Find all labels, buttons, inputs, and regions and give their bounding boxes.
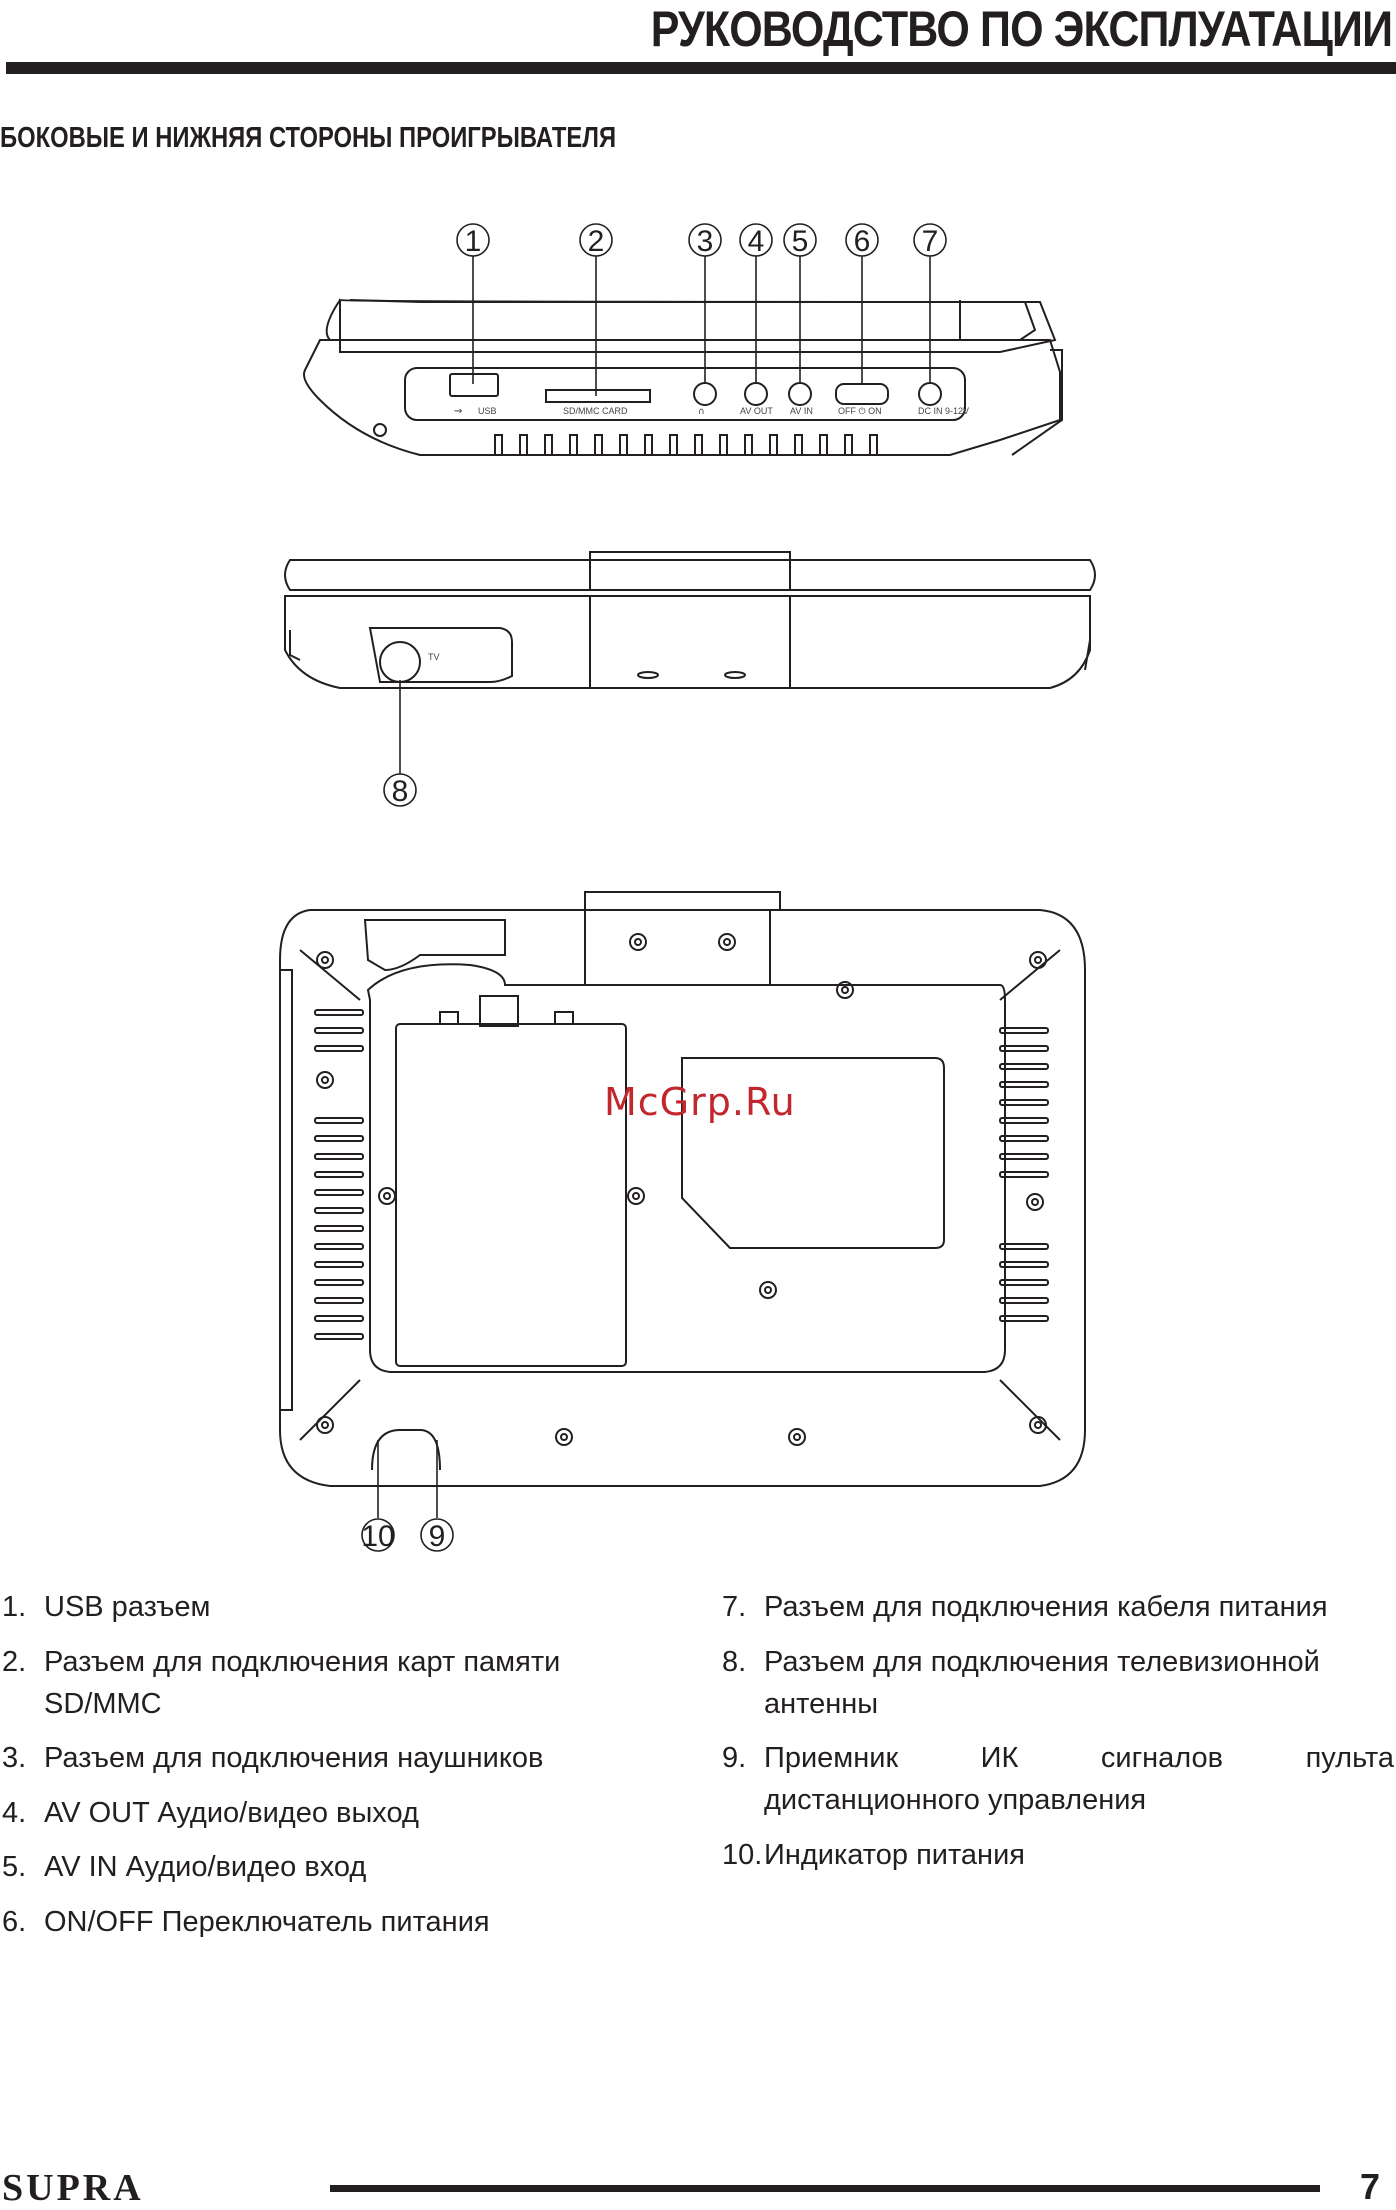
- legend-item: 3. Разъем для подключения наушников: [2, 1737, 642, 1779]
- callout-6: 6: [854, 225, 871, 258]
- legend-item-number: 6.: [2, 1905, 27, 1938]
- power-switch-label: OFF ⏻ ON: [838, 406, 882, 416]
- av-out-label: AV OUT: [740, 406, 773, 416]
- callout-8: 8: [392, 775, 409, 808]
- page-header-title: РУКОВОДСТВО ПО ЭКСПЛУАТАЦИИ: [650, 1, 1393, 57]
- vent-slots: [494, 434, 878, 456]
- legend-item-number: 5.: [2, 1851, 27, 1883]
- side-view-left: [284, 551, 1096, 689]
- legend-item-text: ON/OFF Переключатель питания: [44, 1905, 490, 1938]
- vents-left: [314, 1009, 364, 1340]
- legend-item: 5. AV IN Аудио/видео вход: [2, 1846, 642, 1888]
- usb-port-label: USB: [478, 406, 497, 416]
- legend-item: 2. Разъем для подключения карт памяти SD/…: [2, 1641, 642, 1725]
- legend-item-number: 8.: [722, 1645, 747, 1678]
- callout-1: 1: [465, 225, 482, 258]
- headphones-icon: ∩: [698, 407, 705, 417]
- legend-item: 7. Разъем для подключения кабеля питания: [722, 1586, 1394, 1628]
- legend-item-number: 9.: [722, 1742, 747, 1774]
- section-title: БОКОВЫЕ И НИЖНЯЯ СТОРОНЫ ПРОИГРЫВАТЕЛЯ: [0, 122, 617, 154]
- dc-in-label: DC IN 9-12V: [918, 406, 969, 416]
- brand-logo: SUPRA: [2, 2167, 144, 2209]
- watermark: McGrp.Ru: [604, 1080, 796, 1124]
- legend-item-number: 2.: [2, 1645, 27, 1678]
- legend-list-left: 1. USB разъем 2. Разъем для подключения ка…: [2, 1586, 642, 1955]
- legend-item-text: AV IN Аудио/видео вход: [44, 1851, 367, 1883]
- footer-rule: [330, 2185, 1320, 2192]
- callout-circles-top: [456, 223, 947, 257]
- legend-item-number: 7.: [722, 1591, 747, 1623]
- callout-7: 7: [922, 225, 939, 258]
- legend-item-text: Разъем для подключения карт памяти SD/MM…: [44, 1645, 561, 1720]
- vents-right: [999, 1027, 1049, 1322]
- tv-jack-label: TV: [428, 652, 440, 662]
- page-number: 7: [1359, 2166, 1380, 2207]
- legend-item-number: 3.: [2, 1742, 27, 1774]
- callout-3: 3: [697, 225, 714, 258]
- callout-4: 4: [748, 225, 765, 258]
- legend-item-text: Индикатор питания: [764, 1838, 1025, 1871]
- callout-10: 10: [361, 1520, 394, 1553]
- legend-item: 6. ON/OFF Переключатель питания: [2, 1901, 642, 1943]
- legend-item-text: Разъем для подключения кабеля питания: [764, 1591, 1328, 1623]
- legend-item-text: Разъем для подключения телевизионной ант…: [764, 1645, 1320, 1720]
- screws: [316, 933, 1047, 1446]
- legend-item: 8. Разъем для подключения телевизионной а…: [722, 1641, 1394, 1725]
- header-rule: [6, 62, 1396, 74]
- av-in-label: AV IN: [790, 406, 813, 416]
- legend-item: 4. AV OUT Аудио/видео выход: [2, 1792, 642, 1834]
- legend-item-number: 1.: [2, 1591, 27, 1623]
- callout-lines-top: [472, 256, 931, 396]
- card-slot-label: SD/MMC CARD: [563, 406, 628, 416]
- legend-item: 10.Индикатор питания: [722, 1834, 1394, 1876]
- bottom-view: [279, 891, 1086, 1487]
- legend-item-number: 4.: [2, 1796, 27, 1829]
- callout-9: 9: [429, 1520, 446, 1553]
- legend-item-text: Разъем для подключения наушников: [44, 1742, 544, 1774]
- legend-list-right: 7.Разъем для подключения кабеля питания …: [722, 1586, 1394, 1888]
- legend-item: 1. USB разъем: [2, 1586, 642, 1628]
- legend-item-text: USB разъем: [44, 1591, 211, 1623]
- callout-5: 5: [792, 225, 809, 258]
- side-view-right: [303, 298, 1063, 456]
- legend-item: 9. Приемник ИК сигналов пульта дистанцион…: [722, 1737, 1394, 1821]
- callout-2: 2: [588, 225, 605, 258]
- legend-item-number: 10.: [722, 1838, 763, 1871]
- legend-item-text: Приемник ИК сигналов пульта дистанционно…: [764, 1742, 1394, 1816]
- legend-item-text: AV OUT Аудио/видео выход: [44, 1796, 419, 1829]
- usb-icon: ⇝: [454, 406, 462, 417]
